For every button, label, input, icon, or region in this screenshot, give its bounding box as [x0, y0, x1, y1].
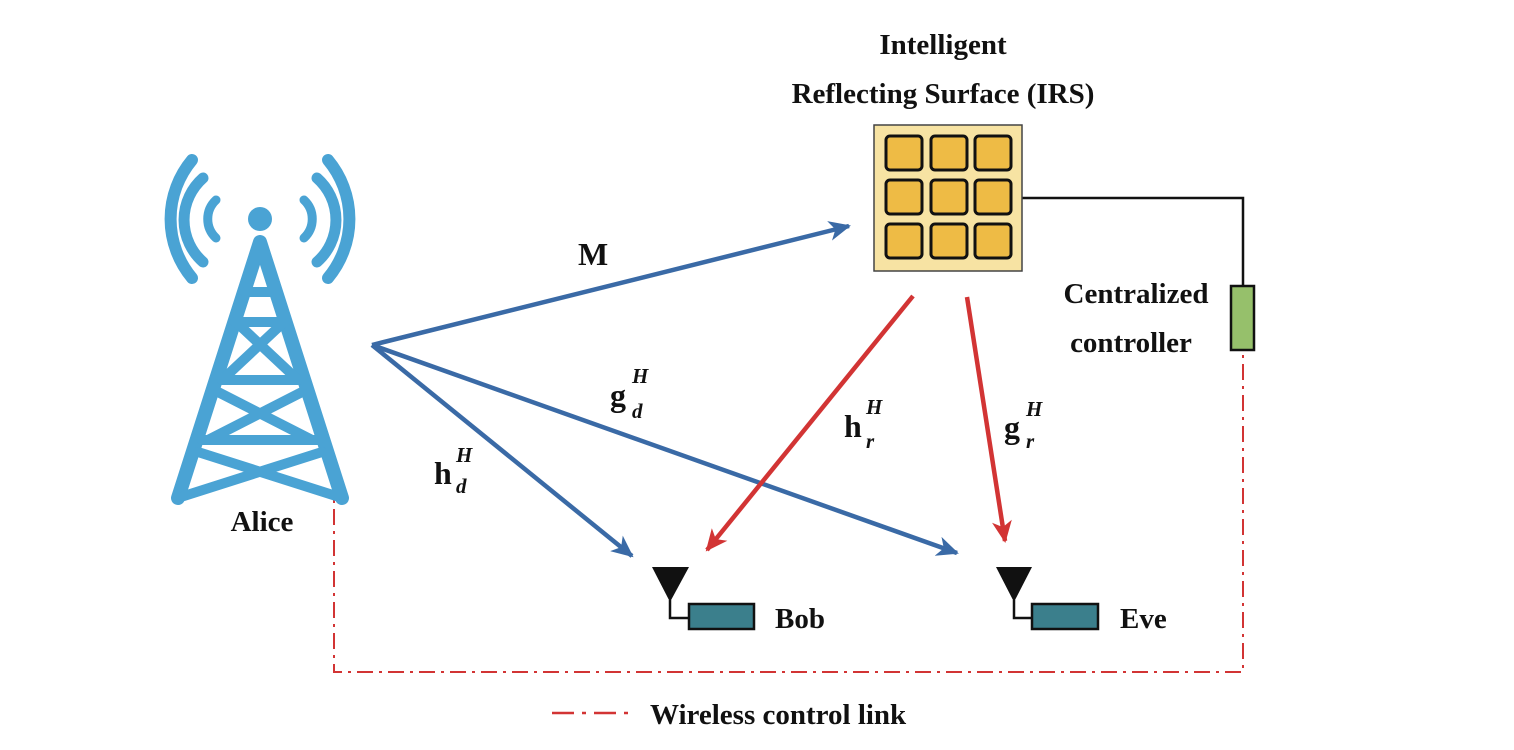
- svg-text:g: g: [1004, 409, 1020, 445]
- channel-gd-label: g H d: [610, 364, 649, 423]
- bob-antenna-receiver-icon: [652, 567, 756, 631]
- channel-gr-label: g H r: [1004, 397, 1043, 453]
- svg-text:h: h: [844, 408, 862, 444]
- svg-text:g: g: [610, 377, 626, 413]
- irs-panel-icon: [873, 124, 1023, 272]
- channel-hr-label: h H r: [844, 395, 883, 453]
- svg-text:d: d: [456, 474, 467, 498]
- channel-hd-label: h H d: [434, 443, 473, 498]
- controller-label-line1: Centralized: [1064, 278, 1209, 310]
- wireless-control-link: [333, 352, 1244, 673]
- irs-controller-wire: [1022, 196, 1245, 286]
- svg-text:H: H: [631, 364, 649, 388]
- link-hd: [370, 343, 634, 558]
- eve-label: Eve: [1120, 603, 1167, 635]
- radio-tower-icon: [164, 154, 356, 505]
- irs-title-line2: Reflecting Surface (IRS): [792, 78, 1095, 110]
- alice-label: Alice: [231, 506, 294, 538]
- controller-label-line2: controller: [1070, 327, 1192, 359]
- link-gd: [371, 342, 959, 556]
- svg-text:H: H: [455, 443, 473, 467]
- link-gr: [964, 296, 1012, 543]
- svg-text:r: r: [1026, 429, 1035, 453]
- svg-text:H: H: [865, 395, 883, 419]
- legend: Wireless control link: [552, 699, 907, 731]
- link-m: [371, 221, 851, 348]
- irs-title-line1: Intelligent: [879, 29, 1007, 61]
- link-hr: [705, 294, 915, 552]
- controller-icon: [1229, 284, 1256, 352]
- svg-text:d: d: [632, 399, 643, 423]
- svg-text:r: r: [866, 429, 875, 453]
- legend-label: Wireless control link: [650, 699, 907, 731]
- channel-m-label: M: [578, 236, 608, 272]
- svg-text:h: h: [434, 455, 452, 491]
- svg-text:H: H: [1025, 397, 1043, 421]
- eve-antenna-receiver-icon: [996, 567, 1100, 631]
- bob-label: Bob: [775, 603, 825, 635]
